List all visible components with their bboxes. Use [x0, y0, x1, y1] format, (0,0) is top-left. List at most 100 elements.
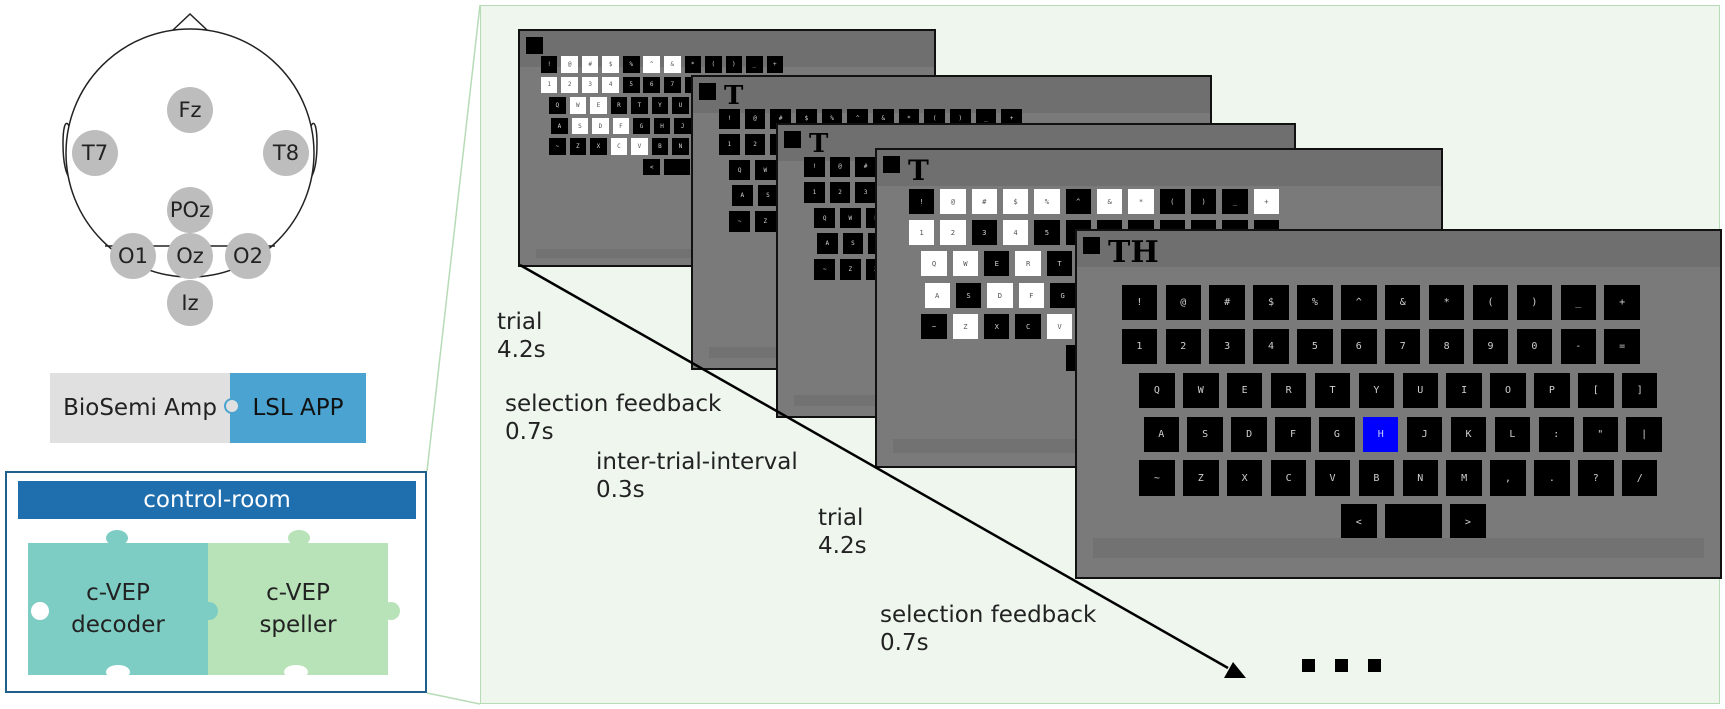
speller-key: ~: [814, 259, 836, 280]
speller-key: !: [1121, 284, 1158, 321]
sync-marker-square: [883, 156, 900, 173]
speller-key: W: [1183, 372, 1219, 409]
speller-key: 6: [1341, 328, 1377, 365]
speller-key: ~: [549, 138, 566, 155]
speller-key: Q: [1139, 372, 1175, 409]
speller-key: $: [602, 56, 619, 73]
speller-key: [664, 158, 691, 176]
speller-key: G: [1049, 282, 1076, 308]
puzzle-knob: [106, 530, 128, 546]
speller-key: 1: [908, 219, 935, 246]
biosemi-amp-box: BioSemi Amp: [50, 373, 230, 443]
speller-key: F: [1018, 282, 1044, 308]
speller-key: 2: [829, 182, 851, 203]
speller-key: B: [651, 138, 669, 155]
speller-key: L: [1494, 416, 1531, 452]
speller-key: E: [984, 251, 1010, 277]
speller-key: V: [631, 138, 648, 155]
speller-key: <: [1341, 504, 1377, 540]
speller-key: X: [984, 313, 1010, 340]
speller-key: _: [1222, 188, 1248, 214]
speller-key: Q: [549, 97, 566, 114]
speller-key: 1: [540, 76, 558, 94]
speller-key: D: [592, 117, 609, 135]
lsl-app-box: LSL APP: [230, 373, 366, 443]
speller-key: 2: [940, 219, 966, 246]
puzzle-knob: [31, 602, 49, 620]
event-label: trial: [497, 309, 543, 335]
puzzle-knob: [382, 602, 400, 620]
speller-key: 5: [1297, 328, 1333, 365]
speller-key: !: [719, 108, 740, 130]
speller-key: Z: [755, 211, 776, 232]
speller-key: K: [1450, 416, 1487, 452]
speller-key: (: [1472, 284, 1509, 321]
speller-key: 2: [744, 134, 766, 155]
speller-key: Y: [651, 97, 669, 114]
sync-marker-square: [526, 37, 543, 54]
speller-key: N: [672, 138, 689, 155]
electrode-t7: T7: [72, 130, 118, 176]
speller-key: D: [1231, 416, 1267, 452]
timeline-event: trial 4.2s: [497, 308, 546, 364]
speller-key: ^: [643, 56, 661, 73]
speller-key: 3: [971, 219, 997, 246]
speller-key: #: [855, 156, 877, 178]
event-duration: 4.2s: [818, 533, 867, 559]
speller-key: ~: [1139, 460, 1175, 496]
speller-key: _: [746, 56, 763, 73]
speller-key: F: [612, 117, 630, 135]
speller-key: H: [1363, 416, 1399, 452]
speller-key: !: [908, 188, 935, 214]
speller-key: C: [610, 138, 628, 155]
control-room-title: control-room: [18, 481, 416, 519]
screen-top-bar: [877, 150, 1441, 186]
speller-key: 4: [1253, 328, 1289, 365]
event-duration: 0.3s: [596, 477, 645, 503]
electrode-poz: POz: [167, 187, 213, 233]
speller-key: @: [940, 188, 966, 214]
speller-key: I: [1446, 372, 1482, 409]
speller-key: _: [1560, 284, 1596, 321]
speller-key: Z: [569, 138, 587, 155]
speller-key: ): [1516, 284, 1553, 321]
speller-key: &: [1097, 188, 1123, 214]
electrode-fz: Fz: [167, 87, 213, 133]
speller-key: S: [842, 233, 864, 255]
speller-key: @: [744, 108, 766, 130]
speller-key: $: [1253, 284, 1289, 321]
speller-key: &: [664, 56, 681, 73]
speller-key: (: [705, 56, 722, 73]
speller-key: T: [631, 97, 648, 114]
typed-text: T: [724, 81, 744, 111]
speller-key: U: [1402, 372, 1438, 409]
electrode-o2: O2: [225, 233, 271, 279]
speller-key: N: [1402, 460, 1438, 496]
event-label: selection feedback: [505, 391, 722, 417]
timeline-event: trial 4.2s: [818, 504, 867, 560]
speller-key: ,: [1490, 460, 1526, 496]
speller-key: G: [633, 117, 650, 135]
speller-key: H: [653, 117, 671, 135]
speller-key: 7: [1385, 328, 1421, 365]
speller-key: 1: [804, 182, 825, 203]
puzzle-knob: [200, 602, 218, 620]
speller-key: W: [569, 97, 587, 114]
speller-key: <: [643, 158, 661, 176]
speller-key: [: [1578, 372, 1614, 409]
screen-top-bar: [1077, 231, 1720, 267]
speller-key: Z: [952, 313, 979, 340]
speller-key: Q: [729, 159, 751, 181]
speller-key: S: [757, 185, 779, 207]
speller-key: G: [1319, 416, 1355, 452]
ellipsis-dot: [1335, 659, 1348, 672]
speller-key: :: [1538, 416, 1575, 452]
speller-key: !: [804, 156, 825, 178]
speller-key: R: [1270, 372, 1307, 409]
speller-key: *: [1128, 188, 1154, 214]
speller-key: Z: [840, 259, 861, 280]
electrode-oz: Oz: [167, 233, 213, 279]
speller-key: -: [1560, 328, 1596, 365]
